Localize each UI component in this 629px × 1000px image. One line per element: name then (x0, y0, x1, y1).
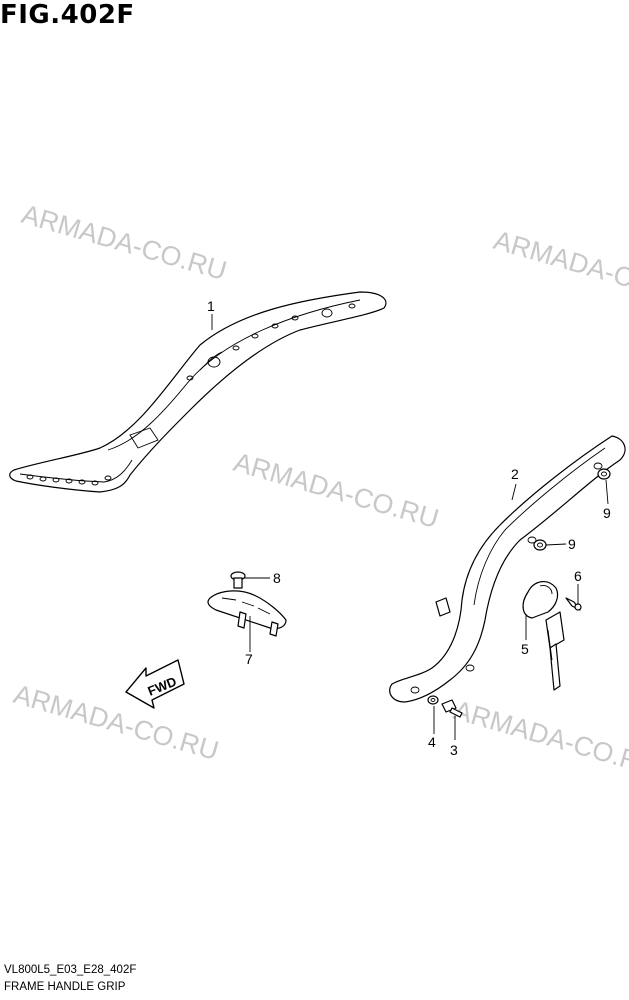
helmet-lock-5 (522, 581, 565, 691)
callout-6: 6 (574, 568, 582, 584)
callout-3: 3 (450, 742, 458, 758)
figure-title: FIG.402F (0, 0, 135, 30)
callout-5: 5 (521, 641, 529, 657)
leader-9a (605, 479, 609, 505)
watermark-2: ARMADA-CO.RU (490, 225, 629, 312)
callout-9-a: 9 (603, 505, 611, 521)
plate-7 (207, 590, 287, 637)
forward-direction-arrow: FWD (125, 659, 185, 709)
callout-1: 1 (207, 298, 215, 314)
left-handle-grip (9, 291, 387, 493)
washer-4 (427, 695, 439, 705)
screw-6 (565, 597, 582, 611)
watermark-5: ARMADA-CO.RU (450, 695, 629, 782)
bolt-3 (441, 699, 463, 718)
figure-name: FRAME HANDLE GRIP (4, 981, 126, 993)
figure-code: VL800L5_E03_E28_402F (4, 964, 137, 976)
watermark-3: ARMADA-CO.RU (230, 447, 442, 534)
right-handle-grip (389, 435, 626, 703)
leader-2 (511, 483, 517, 501)
callout-2: 2 (511, 466, 519, 482)
callout-8: 8 (273, 570, 281, 586)
screw-8 (230, 571, 246, 589)
callout-4: 4 (428, 734, 436, 750)
washer-9-a (597, 468, 611, 480)
leader-9b (545, 543, 567, 546)
callout-9-b: 9 (568, 536, 576, 552)
callout-7: 7 (245, 651, 253, 667)
watermark-4: ARMADA-CO.RU (10, 679, 222, 766)
watermark-1: ARMADA-CO.RU (18, 199, 230, 286)
washer-9-b (533, 539, 547, 551)
